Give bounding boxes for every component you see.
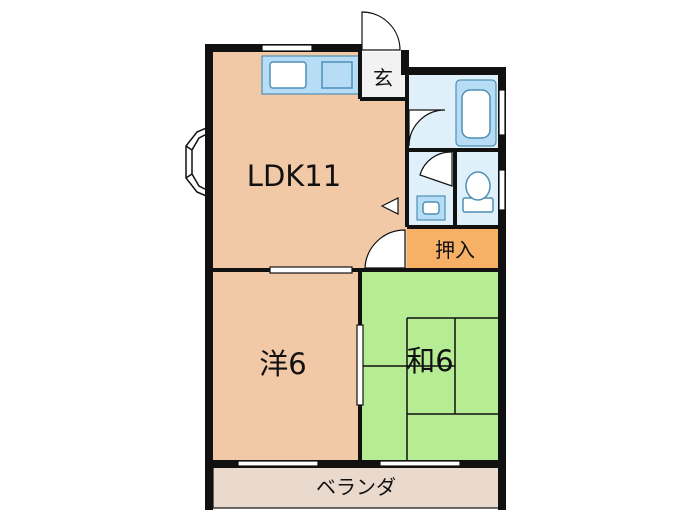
- toilet-door-swing: [419, 151, 453, 187]
- closet-floor: [407, 227, 500, 270]
- sliding-door-western-japanese: [356, 324, 364, 406]
- kitchen-counter: [261, 55, 361, 95]
- bay-window: [185, 125, 212, 199]
- ldk-door-swing: [364, 229, 406, 269]
- entrance-label: 玄: [373, 66, 393, 90]
- bay-window-inner: [191, 131, 212, 193]
- balcony-outline: [205, 462, 506, 510]
- tatami-lines: [360, 317, 500, 462]
- bay-window-mullion-bottom: [185, 173, 193, 179]
- sliding-door-ldk-western: [269, 266, 353, 274]
- door-arrow-icon: [380, 197, 399, 215]
- western-room-label: 洋6: [259, 347, 306, 381]
- bay-window-mullion-top: [185, 145, 193, 151]
- front-door-swing: [361, 11, 401, 51]
- door-swings: [361, 11, 453, 269]
- sliding-doors: [269, 266, 364, 406]
- balcony-label: ベランダ: [316, 475, 396, 499]
- window-top: [261, 44, 313, 52]
- ldk-label: LDK11: [247, 159, 341, 193]
- bath-door-swing: [408, 109, 446, 147]
- kitchen-sink-icon: [269, 61, 307, 89]
- entrance-floor: [360, 52, 407, 99]
- window-bottom-left: [237, 460, 319, 468]
- window-toilet: [498, 169, 506, 211]
- bathtub-basin: [461, 89, 491, 139]
- window-bottom-right: [379, 460, 461, 468]
- closet-label: 押入: [435, 238, 475, 262]
- washbasin-bowl: [422, 201, 440, 215]
- interior-walls: [213, 52, 500, 462]
- toilet-icon: [462, 171, 494, 213]
- window-bath: [498, 89, 506, 136]
- western-room-floor: [213, 270, 360, 462]
- windows: [237, 44, 506, 468]
- bay-window-outline: [185, 125, 212, 199]
- washbasin-icon: [416, 195, 446, 221]
- toilet-bowl: [465, 171, 491, 201]
- japanese-room-label: 和6: [406, 344, 453, 378]
- balcony-floor: [213, 466, 500, 508]
- stove-icon: [321, 61, 353, 89]
- bathtub-icon: [455, 79, 497, 147]
